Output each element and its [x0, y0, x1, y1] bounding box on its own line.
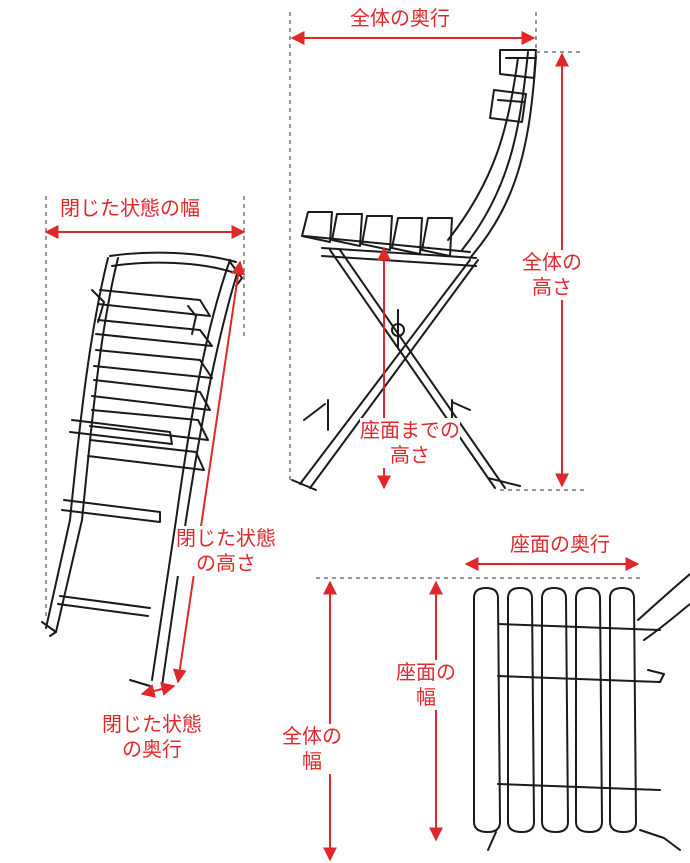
overall-depth-label: 全体の奥行: [350, 6, 450, 30]
folded-height-arrow: [172, 260, 246, 684]
seat-depth-label: 座面の奥行: [510, 532, 610, 556]
overall-height-line-2: 高さ: [532, 275, 572, 299]
seat-width-line-2: 幅: [416, 685, 436, 709]
seat-top-view: [473, 573, 690, 851]
dimension-arrows: [44, 31, 640, 862]
overall-height-label: 全体の 高さ: [522, 250, 582, 300]
seat-slats-side: [301, 211, 471, 257]
seat-height-line-1: 座面までの: [360, 418, 460, 442]
folded-depth-line-2: の奥行: [122, 737, 182, 761]
folded-chair: [41, 251, 243, 687]
seat-width-line-1: 座面の: [396, 660, 456, 684]
seat-height-line-2: 高さ: [390, 443, 430, 467]
folded-height-line-1: 閉じた状態: [176, 526, 276, 550]
folded-depth-line-1: 閉じた状態: [102, 712, 202, 736]
seat-width-label: 座面の 幅: [396, 660, 456, 710]
overall-width-line-1: 全体の: [282, 724, 342, 748]
overall-height-line-1: 全体の: [522, 250, 582, 274]
folded-height-label: 閉じた状態 の高さ: [176, 526, 276, 576]
seat-height-label: 座面までの 高さ: [360, 418, 460, 468]
folded-height-line-2: の高さ: [196, 551, 256, 575]
folded-depth-label: 閉じた状態 の奥行: [102, 712, 202, 762]
seat-slats-top: [473, 587, 637, 833]
overall-width-label: 全体の 幅: [282, 724, 342, 774]
overall-width-line-2: 幅: [302, 749, 322, 773]
folded-depth-arrow: [140, 682, 176, 698]
guide-lines: [45, 12, 640, 618]
side-view-chair: [291, 49, 537, 491]
folded-width-label: 閉じた状態の幅: [60, 196, 200, 220]
